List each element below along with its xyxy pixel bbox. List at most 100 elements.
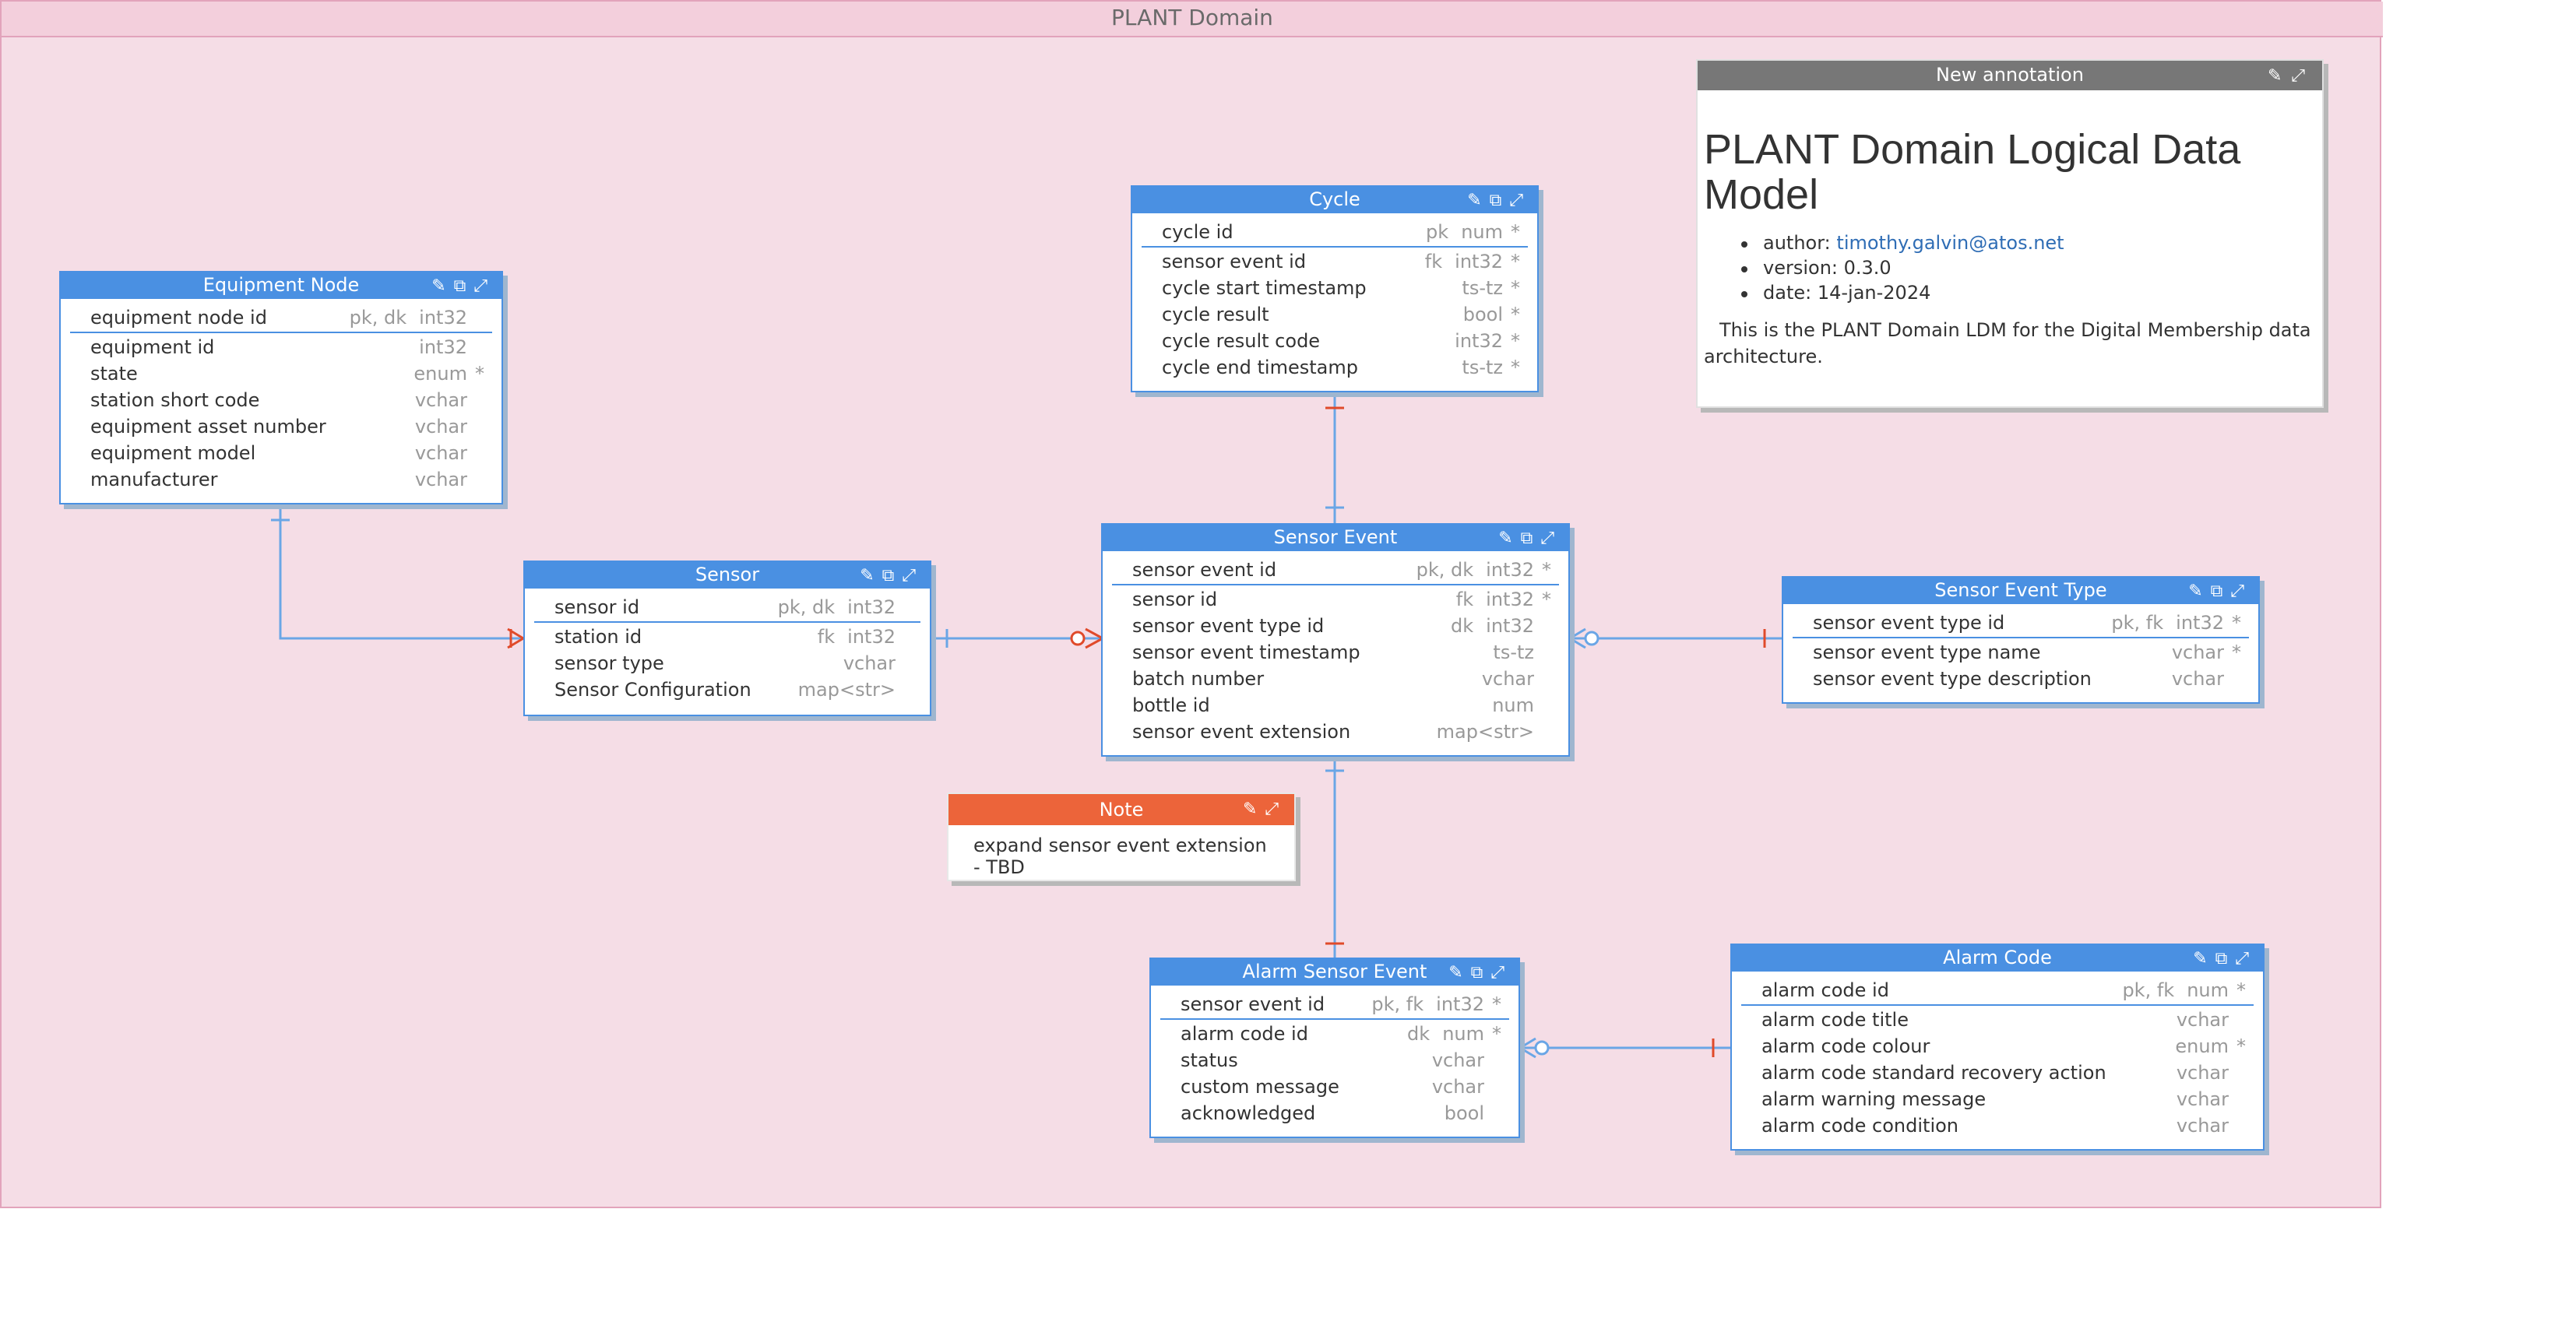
open-external-icon[interactable]: ⧉: [2210, 581, 2231, 601]
column-name: alarm code colour: [1761, 1035, 1930, 1057]
column-type: num: [1442, 1023, 1484, 1045]
pin-icon[interactable]: ✎: [1242, 799, 1265, 819]
open-external-icon[interactable]: ⧉: [882, 565, 903, 585]
column-key: [786, 677, 798, 704]
column-key: [1420, 1074, 1432, 1101]
resize-icon[interactable]: ⤢: [1509, 190, 1531, 210]
entity-title: Cycle: [1309, 188, 1360, 210]
zero-marker: [1534, 1040, 1550, 1056]
column-name: custom message: [1181, 1076, 1339, 1098]
column-type: int32: [1436, 993, 1484, 1015]
open-external-icon[interactable]: ⧉: [1489, 190, 1510, 210]
entity-sensor-event-type[interactable]: Sensor Event Type ✎⧉⤢ sensor event type …: [1782, 576, 2260, 704]
pin-icon[interactable]: ✎: [2188, 581, 2211, 601]
column-type: int32: [847, 596, 896, 618]
column-key: [1451, 302, 1463, 329]
column-key: [2164, 1113, 2177, 1140]
column-required: [896, 651, 920, 677]
annotation-box[interactable]: New annotation ✎⤢ PLANT Domain Logical D…: [1696, 59, 2324, 408]
resize-icon[interactable]: ⤢: [1490, 962, 1512, 982]
pin-icon[interactable]: ✎: [2267, 65, 2292, 86]
column-name: batch number: [1132, 668, 1265, 690]
open-external-icon[interactable]: ⧉: [453, 276, 474, 296]
column-required: [467, 441, 492, 467]
open-external-icon[interactable]: ⧉: [2215, 948, 2236, 968]
pin-icon[interactable]: ✎: [1498, 528, 1521, 548]
column-required: [467, 335, 492, 361]
column-name: Sensor Configuration: [554, 679, 751, 701]
author-email-link[interactable]: timothy.galvin@atos.net: [1836, 232, 2064, 254]
zero-marker: [1070, 631, 1086, 646]
column-name: sensor event id: [1181, 993, 1325, 1015]
pin-icon[interactable]: ✎: [431, 276, 454, 296]
open-external-icon[interactable]: ⧉: [1470, 962, 1491, 982]
resize-icon[interactable]: ⤢: [2291, 65, 2314, 86]
column-required: [1534, 613, 1559, 640]
note-box[interactable]: Note ✎⤢ expand sensor event extension - …: [947, 793, 1296, 881]
resize-icon[interactable]: ⤢: [2235, 948, 2257, 968]
resize-icon[interactable]: ⤢: [1265, 799, 1286, 819]
column-key: [2164, 1060, 2177, 1087]
open-external-icon[interactable]: ⧉: [1520, 528, 1541, 548]
pin-icon[interactable]: ✎: [1467, 190, 1490, 210]
resize-icon[interactable]: ⤢: [902, 565, 924, 585]
pin-icon[interactable]: ✎: [2193, 948, 2215, 968]
resize-icon[interactable]: ⤢: [2230, 581, 2252, 601]
column-required: *: [475, 363, 484, 385]
resize-icon[interactable]: ⤢: [473, 276, 495, 296]
pin-icon[interactable]: ✎: [860, 565, 882, 585]
column-key: [2163, 1034, 2175, 1060]
column-key: [831, 651, 843, 677]
column-key: [1469, 666, 1482, 693]
annotation-title: PLANT Domain Logical Data Model: [1704, 126, 2241, 218]
resize-icon[interactable]: ⤢: [1540, 528, 1562, 548]
column-key: [403, 388, 415, 414]
pin-icon[interactable]: ✎: [1448, 962, 1471, 982]
